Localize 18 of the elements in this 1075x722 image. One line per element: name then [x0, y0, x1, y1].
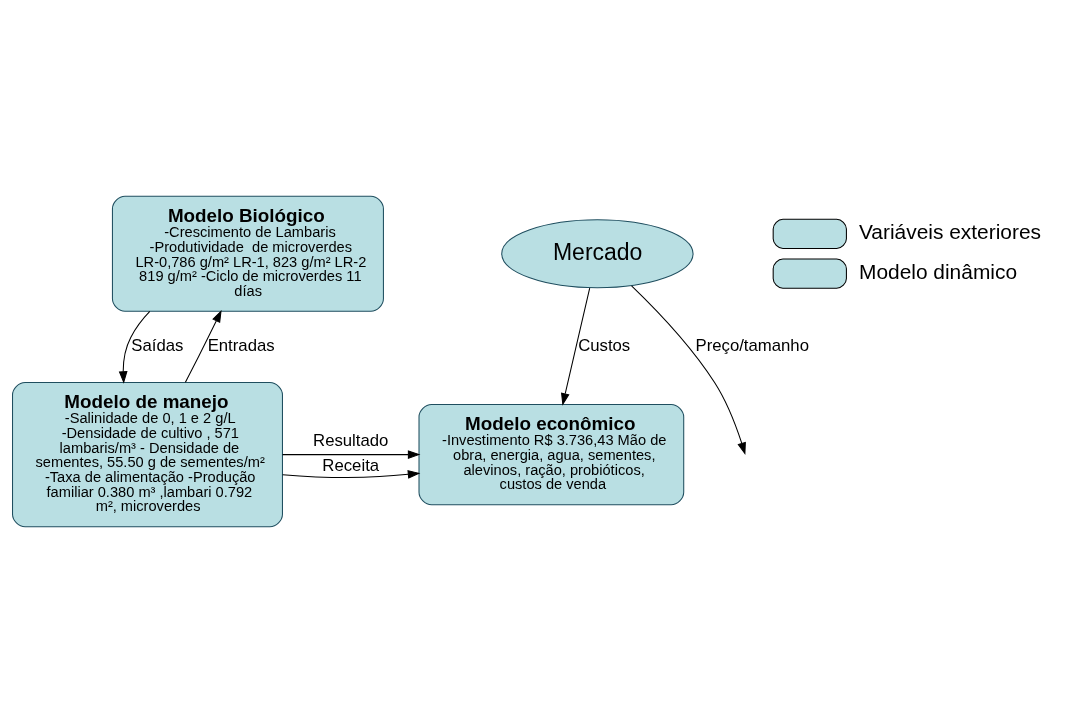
- edge-label: Saídas: [131, 335, 184, 355]
- arrow: [118, 310, 151, 384]
- arrow: [282, 449, 421, 459]
- node-ellipse: Mercado: [501, 218, 694, 288]
- edge-label: Custos: [578, 335, 631, 355]
- arrow: [282, 469, 421, 479]
- edge-label: Resultado: [313, 430, 389, 450]
- legend-label: Modelo dinâmico: [858, 259, 1018, 283]
- node-box: Modelo de manejo -Salinidade de 0, 1 e 2 g/L -Densidade de cultivo , 571 lambaris/m³ - Densidade de sementes, 55.50 g de sementes/m² -Taxa de alimentação -Produção familiar 0.380 m³ ,lambari 0.792 m², microverdes: [12, 381, 283, 527]
- edge-label: Preço/tamanho: [695, 335, 809, 355]
- node-box: Modelo econômico -Investimento R$ 3.736,43 Mão de obra, energia, agua, sementes, alevinos, ração, probióticos, custos de venda: [418, 403, 685, 505]
- arrow: [631, 284, 746, 455]
- edge-label: Entradas: [207, 335, 275, 355]
- legend-label: Variáveis exteriores: [858, 219, 1042, 243]
- arrow: [561, 287, 591, 406]
- arrow: [184, 309, 222, 383]
- node-box: Modelo Biológico -Crescimento de Lambaris -Produtividade de microverdes LR-0,786 g/m² LR-1, 823 g/m² LR-2 819 g/m² -Ciclo de microverdes 11 días: [111, 195, 384, 312]
- edge-label: Receita: [322, 455, 380, 475]
